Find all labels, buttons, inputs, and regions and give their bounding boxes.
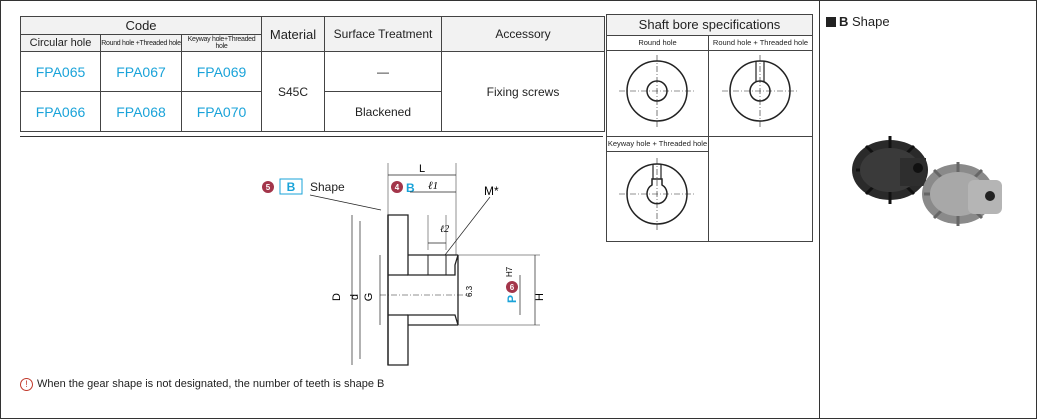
dark-gear-image	[852, 136, 928, 204]
gear-photo	[852, 136, 1002, 226]
svg-text:6: 6	[510, 283, 515, 292]
roundthread-header: Round hole +Threaded hole	[100, 34, 182, 52]
shape-title: B Shape	[826, 14, 890, 29]
code-cell: FPA069	[181, 51, 262, 92]
material-cell: S45C	[261, 51, 325, 132]
surface-header: Surface Treatment	[324, 16, 442, 52]
separator-line	[20, 136, 603, 137]
bore-title: Shaft bore specifications	[607, 15, 812, 36]
bore-keyway-label: Keyway hole + Threaded hole	[607, 137, 708, 152]
note: ! When the gear shape is not designated, …	[20, 378, 384, 391]
svg-text:ℓ1: ℓ1	[428, 180, 438, 192]
accessory-header: Accessory	[441, 16, 605, 52]
steel-gear-image	[922, 162, 1002, 226]
bore-round-label: Round hole	[607, 36, 708, 51]
divider	[819, 0, 820, 419]
code-cell: FPA066	[20, 91, 101, 132]
svg-text:G: G	[363, 293, 375, 302]
svg-text:d: d	[349, 294, 361, 300]
keyway-header: Keyway hole+Threaded hole	[181, 34, 262, 52]
bore-spec-box: Shaft bore specifications Round hole Rou…	[606, 14, 813, 242]
svg-text:H7: H7	[505, 266, 514, 277]
spec-table: Code Material Surface Treatment Accessor…	[20, 16, 605, 132]
svg-text:M*: M*	[484, 184, 499, 198]
svg-text:L: L	[419, 163, 425, 175]
square-icon	[826, 17, 836, 27]
svg-text:Shape: Shape	[310, 180, 345, 194]
gear-drawing: 5 B Shape 4 B L ℓ1 ℓ2 M* D d G 6.3 6 P H…	[262, 163, 546, 366]
svg-text:P: P	[505, 295, 519, 303]
surface-cell: —	[324, 51, 442, 92]
svg-text:B: B	[406, 181, 415, 195]
circular-header: Circular hole	[20, 34, 101, 52]
code-cell: FPA065	[20, 51, 101, 92]
code-cell: FPA070	[181, 91, 262, 132]
svg-text:H: H	[534, 293, 546, 301]
accessory-cell: Fixing screws	[441, 51, 605, 132]
surface-cell: Blackened	[324, 91, 442, 132]
round-threaded-hole-icon	[722, 55, 798, 127]
svg-text:4: 4	[395, 183, 400, 192]
warning-icon: !	[20, 378, 33, 391]
shape-number-marker	[262, 181, 274, 193]
svg-text:ℓ2: ℓ2	[440, 224, 449, 235]
round-hole-icon	[619, 55, 695, 127]
material-header: Material	[261, 16, 325, 52]
svg-text:D: D	[331, 293, 343, 301]
svg-text:5: 5	[266, 183, 271, 192]
keyway-hole-icon	[619, 158, 695, 230]
note-text: When the gear shape is not designated, t…	[37, 378, 385, 390]
code-cell: FPA068	[100, 91, 182, 132]
svg-text:B: B	[287, 180, 296, 194]
svg-text:6.3: 6.3	[465, 285, 474, 297]
bore-roundthread-label: Round hole + Threaded hole	[709, 36, 812, 51]
code-header: Code	[20, 16, 262, 35]
code-cell: FPA067	[100, 51, 182, 92]
